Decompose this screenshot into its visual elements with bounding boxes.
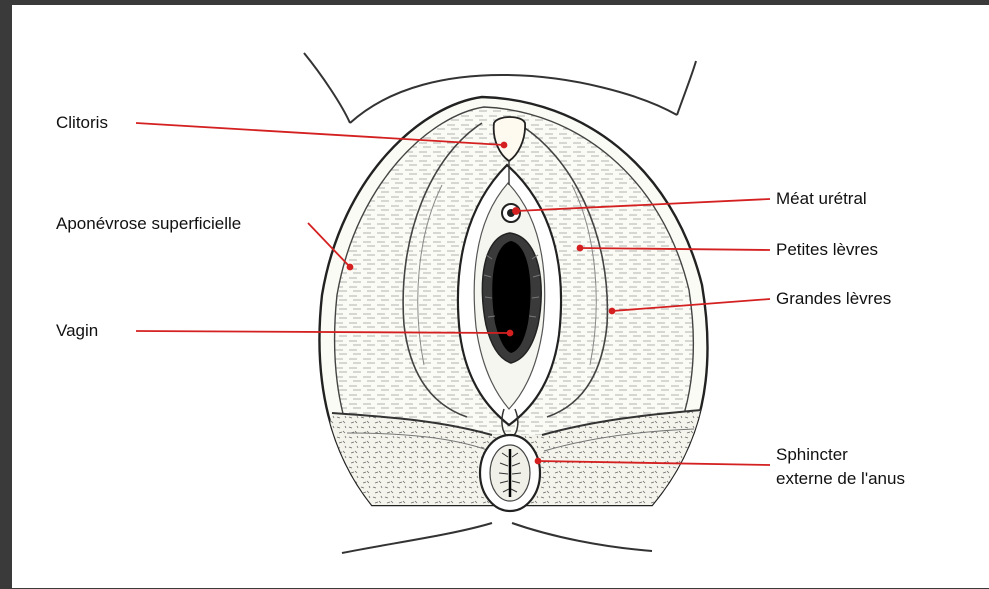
label-sphincter-line2: externe de l'anus [776,468,905,489]
label-aponevrose: Aponévrose superficielle [56,213,241,234]
anal-sphincter [480,435,540,511]
label-meat-uretral: Méat urétral [776,188,867,209]
label-vagin: Vagin [56,320,98,341]
label-grandes-levres: Grandes lèvres [776,288,891,309]
label-sphincter-line1: Sphincter [776,444,848,465]
diagram-canvas: Clitoris Aponévrose superficielle Vagin … [12,5,989,588]
label-petites-levres: Petites lèvres [776,239,878,260]
label-clitoris: Clitoris [56,112,108,133]
